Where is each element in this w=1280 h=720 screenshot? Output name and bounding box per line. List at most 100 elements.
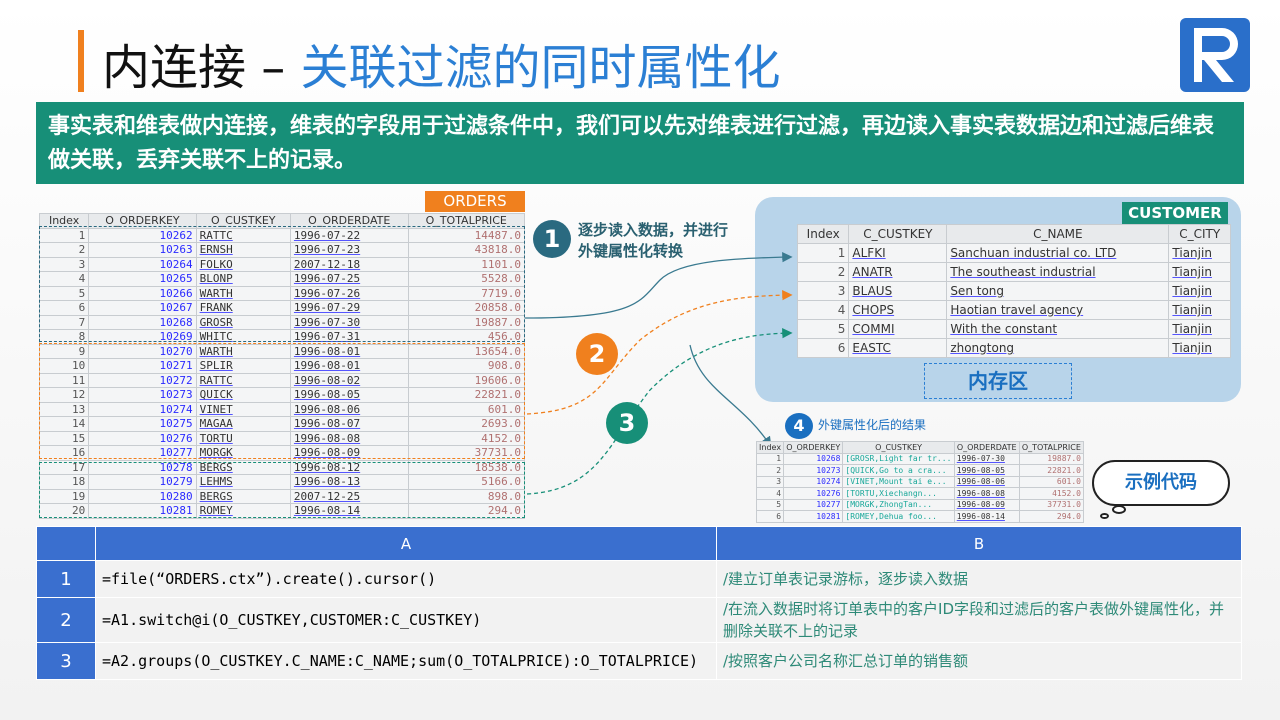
table-cell: FOLKO	[195, 256, 291, 272]
table-cell: 43818.0	[407, 242, 526, 258]
table-cell: 5	[796, 319, 850, 339]
table-cell: 22821.0	[1018, 464, 1085, 477]
table-cell: 601.0	[407, 401, 526, 417]
table-cell: 18	[38, 474, 90, 490]
table-cell: 1996-08-08	[953, 487, 1020, 500]
table-cell: 1996-08-07	[289, 416, 409, 432]
column-header: O_ORDERDATE	[289, 213, 409, 229]
column-header: O_TOTALPRICE	[1018, 441, 1085, 454]
table-cell: 19	[38, 488, 90, 504]
table-row: 2=A1.switch@i(O_CUSTKEY,CUSTOMER:C_CUSTK…	[36, 597, 1242, 643]
column-header: Index	[38, 213, 90, 229]
table-cell: 10280	[88, 488, 197, 504]
table-cell: 6	[796, 338, 850, 358]
table-cell: /建立订单表记录游标，逐步读入数据	[716, 560, 1242, 598]
table-cell: 10266	[88, 285, 197, 301]
table-cell: 1996-08-09	[953, 498, 1020, 511]
table-cell: GROSR	[195, 314, 291, 330]
table-cell: 4152.0	[407, 430, 526, 446]
table-cell: FRANK	[195, 300, 291, 316]
column-header: O_ORDERKEY	[88, 213, 197, 229]
table-cell: Sen tong	[946, 281, 1170, 301]
table-cell: 10268	[783, 452, 844, 465]
table-cell: QUICK	[195, 387, 291, 403]
table-cell: 294.0	[1018, 510, 1085, 523]
table-cell: Tianjin	[1168, 319, 1231, 339]
column-header: Index	[755, 441, 785, 454]
table-cell: 10268	[88, 314, 197, 330]
step-2-badge: 2	[576, 333, 618, 375]
table-cell: 3	[796, 281, 850, 301]
table-cell: 20858.0	[407, 300, 526, 316]
table-cell: ALFKI	[848, 243, 948, 263]
table-row: 1=file(“ORDERS.ctx”).create().cursor()/建…	[36, 560, 1242, 598]
table-cell: Tianjin	[1168, 243, 1231, 263]
arrow-2	[526, 289, 793, 415]
table-cell: 10262	[88, 227, 197, 243]
table-cell: 1996-07-25	[289, 271, 409, 287]
table-cell: 10273	[783, 464, 844, 477]
table-cell: 10281	[783, 510, 844, 523]
table-cell: 1996-08-06	[289, 401, 409, 417]
table-cell: 908.0	[407, 358, 526, 374]
group1-box	[39, 226, 525, 342]
customer-label: CUSTOMER	[1122, 202, 1228, 224]
table-cell: 7	[38, 314, 90, 330]
table-cell: 19606.0	[407, 372, 526, 388]
table-cell: 19887.0	[1018, 452, 1085, 465]
table-cell: [QUICK,Go to a cra...	[842, 464, 955, 477]
column-header: O_CUSTKEY	[842, 441, 955, 454]
table-cell: RATTC	[195, 227, 291, 243]
table-cell: CHOPS	[848, 300, 948, 320]
group3-box	[39, 462, 525, 518]
table-cell: 10267	[88, 300, 197, 316]
table-cell: 1	[755, 452, 785, 465]
page-title: 内连接 – 关联过滤的同时属性化	[102, 28, 781, 98]
table-cell: 37731.0	[1018, 498, 1085, 511]
table-cell: COMMI	[848, 319, 948, 339]
table-cell: 10279	[88, 474, 197, 490]
column-header: O_ORDERDATE	[953, 441, 1020, 454]
table-cell: 5528.0	[407, 271, 526, 287]
column-header: A	[95, 526, 717, 561]
table-cell: 13	[38, 401, 90, 417]
group2-box	[39, 343, 525, 459]
table-cell: 9	[38, 343, 90, 359]
table-cell: 1	[36, 560, 96, 598]
table-cell: [TORTU,Xiechangn...	[842, 487, 955, 500]
column-header: O_CUSTKEY	[195, 213, 291, 229]
column-header: C_NAME	[946, 224, 1170, 244]
table-cell: [GROSR,Light far tr...	[842, 452, 955, 465]
table-cell: =file(“ORDERS.ctx”).create().cursor()	[95, 560, 717, 598]
title-sub: 关联过滤的同时属性化	[300, 40, 781, 96]
table-cell: 3	[36, 642, 96, 680]
table-cell: 12	[38, 387, 90, 403]
table-cell: Tianjin	[1168, 281, 1231, 301]
table-cell: /在流入数据时将订单表中的客户ID字段和过滤后的客户表做外键属性化，并删除关联不…	[716, 597, 1242, 643]
table-cell: 294.0	[407, 503, 526, 519]
table-cell: 2	[36, 597, 96, 643]
table-cell: 4	[796, 300, 850, 320]
table-cell: 1996-08-09	[289, 445, 409, 461]
arrow-1	[524, 251, 793, 319]
column-header: O_ORDERKEY	[783, 441, 844, 454]
table-cell: 1996-08-01	[289, 358, 409, 374]
table-cell: 4152.0	[1018, 487, 1085, 500]
table-cell: 4	[755, 487, 785, 500]
